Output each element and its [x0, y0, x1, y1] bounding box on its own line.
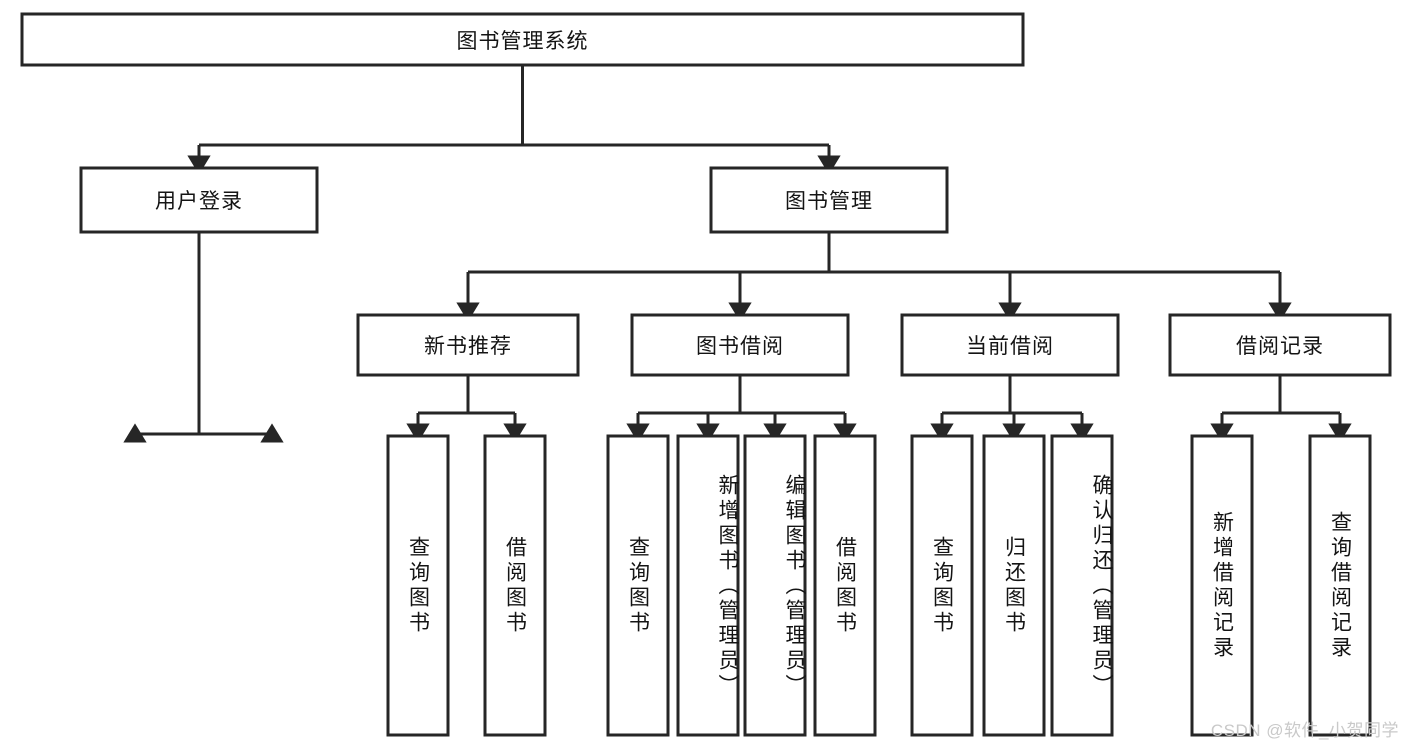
node-box-current-borrow — [900, 313, 1120, 377]
node-box-user-login — [79, 166, 319, 234]
node-box-query-book-2 — [606, 434, 670, 737]
watermark: CSDN @软件_小贺同学 — [1210, 721, 1399, 740]
node-box-borrow-record — [1168, 313, 1392, 377]
node-box-borrow-book-1 — [483, 434, 547, 737]
node-box-borrow-book-2 — [813, 434, 877, 737]
node-box-return-book — [982, 434, 1046, 737]
node-box-query-borrow-record — [1308, 434, 1372, 737]
node-box-add-book — [676, 434, 740, 737]
node-box-query-book-3 — [910, 434, 974, 737]
box-layer — [20, 12, 1392, 737]
node-box-query-book-1 — [386, 434, 450, 737]
node-box-add-borrow-record — [1190, 434, 1254, 737]
node-box-new-book-recommend — [356, 313, 580, 377]
node-box-book-management — [709, 166, 949, 234]
connector-layer — [123, 65, 1352, 443]
node-box-root — [20, 12, 1025, 67]
node-box-edit-book — [743, 434, 807, 737]
node-box-confirm-return — [1050, 434, 1114, 737]
node-box-book-borrow — [630, 313, 850, 377]
